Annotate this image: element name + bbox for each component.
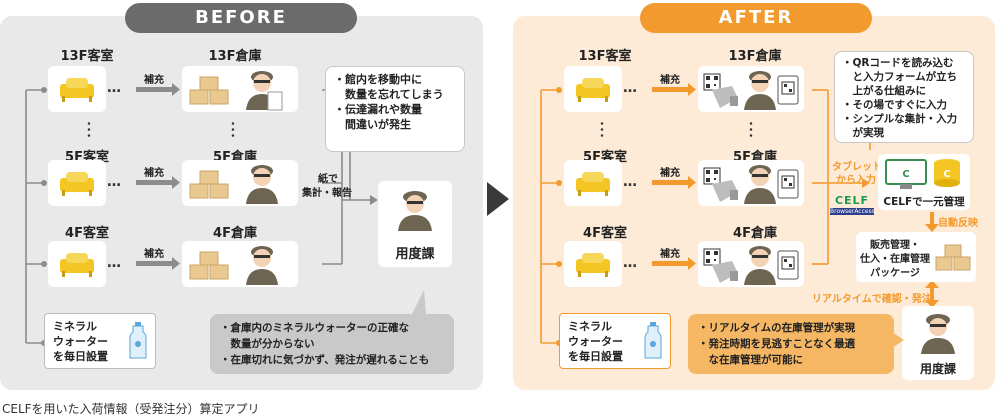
ellipsis: …: [623, 255, 638, 271]
ellipsis: …: [107, 255, 122, 271]
tablet-icon: [777, 169, 799, 199]
room-card-5f: [48, 160, 106, 206]
room-label-4f: 4F客室: [583, 226, 627, 241]
room-card-4f: [564, 241, 622, 287]
ellipsis: …: [623, 174, 638, 190]
worker-icon: [246, 71, 283, 111]
caption: CELFを用いた入荷情報（受発注分）算定アプリ: [2, 402, 260, 416]
qr-code-icon: [703, 248, 721, 266]
boxes-icon: [189, 76, 229, 105]
replenish-label-5f: 補充: [660, 168, 680, 179]
replenish-label-13f: 補充: [660, 75, 680, 86]
water-bottle-icon: [644, 322, 662, 359]
bed-icon: [576, 253, 610, 277]
scanner-icon: [712, 86, 738, 108]
realtime-order-label: リアルタイムで確認・発注: [812, 294, 932, 305]
before-to-after-arrow: [487, 182, 509, 216]
warehouse-card-4f: [182, 241, 298, 287]
ellipsis: …: [623, 80, 638, 96]
warehouse-card-5f: [698, 160, 804, 206]
bed-icon: [60, 172, 94, 196]
warehouse-card-4f: [698, 241, 804, 287]
vertical-ellipsis: ･･･: [599, 117, 606, 143]
after-dept-label: 用度課: [919, 362, 956, 376]
tablet-icon: [777, 250, 799, 280]
after-dept-card: 用度課: [902, 306, 974, 380]
vertical-ellipsis: ･･･: [748, 117, 755, 143]
warehouse-label-13f: 13F倉庫: [208, 49, 262, 64]
bed-icon: [60, 253, 94, 277]
before-title: BEFORE: [125, 3, 357, 33]
worker-icon: [246, 165, 278, 204]
tablet-input-label-2: から入力: [836, 175, 876, 186]
worker-icon: [744, 71, 776, 110]
svg-text:C: C: [902, 169, 909, 180]
after-mineral-box: ミネラル ウォーター を毎日設置: [559, 313, 671, 369]
worker-icon: [744, 165, 776, 204]
replenish-label-4f: 補充: [144, 249, 164, 260]
room-card-4f: [48, 241, 106, 287]
vertical-ellipsis: ･･･: [86, 117, 93, 143]
before-dept-label: 用度課: [395, 247, 435, 262]
before-mineral-box: ミネラル ウォーター を毎日設置: [44, 313, 156, 369]
replenish-label-13f: 補充: [144, 75, 164, 86]
worker-icon: [246, 246, 278, 285]
staff-icon: [398, 191, 432, 231]
staff-icon: [921, 314, 955, 354]
qr-code-icon: [703, 73, 721, 91]
after-title: AFTER: [640, 3, 872, 33]
report-label-1: 紙で: [318, 174, 338, 185]
before-issue-bubble: ・館内を移動中に 数量を忘れてしまう ・伝達漏れや数量 間違いが発生: [325, 66, 465, 152]
warehouse-label-4f: 4F倉庫: [213, 226, 257, 241]
auto-reflect-label: 自動反映: [938, 218, 978, 229]
svg-text:C: C: [943, 169, 950, 180]
scanner-icon: [712, 180, 738, 202]
warehouse-card-13f: [182, 66, 298, 112]
vertical-ellipsis: ･･･: [230, 117, 237, 143]
before-dept-card: 用度課: [378, 181, 452, 267]
before-note-pointer: [412, 290, 426, 314]
room-label-4f: 4F客室: [65, 226, 109, 241]
package-card: 販売管理・ 仕入・在庫管理 パッケージ: [856, 232, 976, 282]
ellipsis: …: [107, 80, 122, 96]
after-solution-bubble: ・QRコードを読み込む と入力フォームが立ち 上がる仕組みに ・その場ですぐに入…: [834, 51, 974, 143]
report-label-2: 集計・報告: [302, 188, 352, 199]
celf-management-label: CELFで一元管理: [883, 196, 965, 208]
tablet-icon: [777, 75, 799, 105]
bed-icon: [60, 78, 94, 102]
before-connector-lines: [25, 83, 378, 346]
before-note: ・倉庫内のミネラルウォーターの正確な 数量が分からない ・在庫切れに気づかず、発…: [210, 314, 454, 374]
scanner-icon: [712, 261, 738, 283]
replenish-label-5f: 補充: [144, 168, 164, 179]
room-card-13f: [564, 66, 622, 112]
tablet-input-label-1: タブレット: [832, 162, 882, 173]
warehouse-label-4f: 4F倉庫: [733, 226, 777, 241]
replenish-label-4f: 補充: [660, 249, 680, 260]
warehouse-card-5f: [182, 160, 298, 206]
warehouse-label-13f: 13F倉庫: [728, 49, 782, 64]
room-card-13f: [48, 66, 106, 112]
boxes-icon: [935, 244, 971, 271]
celf-management-card: C C CELFで一元管理: [878, 154, 970, 210]
room-label-13f: 13F客室: [60, 49, 114, 64]
bed-icon: [576, 172, 610, 196]
after-note-pointer: [892, 332, 904, 348]
bed-icon: [576, 78, 610, 102]
room-card-5f: [564, 160, 622, 206]
room-label-13f: 13F客室: [578, 49, 632, 64]
celf-logo: CELF BrowserAccess: [830, 194, 875, 215]
monitor-icon: C: [885, 159, 927, 189]
warehouse-card-13f: [698, 66, 804, 112]
boxes-icon: [189, 170, 229, 199]
worker-icon: [744, 246, 776, 285]
ellipsis: …: [107, 174, 122, 190]
database-icon: C: [934, 159, 960, 187]
qr-code-icon: [703, 167, 721, 185]
boxes-icon: [189, 251, 229, 280]
after-note: ・リアルタイムの在庫管理が実現 ・発注時期を見逃すことなく最適 な在庫管理が可能…: [688, 314, 894, 374]
water-bottle-icon: [129, 322, 147, 359]
